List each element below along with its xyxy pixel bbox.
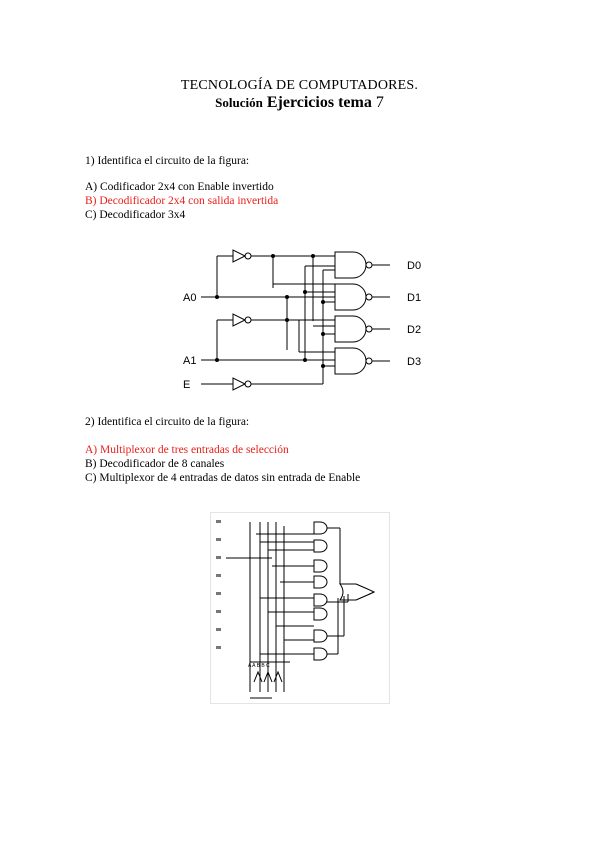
- question-1-option-a: A) Codificador 2x4 con Enable invertido: [85, 181, 274, 193]
- multiplexer-circuit-diagram: A A B B C: [210, 512, 390, 704]
- output-label-d2: D2: [407, 324, 421, 336]
- input-label-e: E: [183, 379, 190, 391]
- decoder-circuit-diagram: A0 A1 E D0 D1 D2 D3: [183, 249, 421, 391]
- question-1-option-b: B) Decodificador 2x4 con salida invertid…: [85, 195, 279, 207]
- subtitle-solution: Solución: [215, 95, 263, 110]
- document-title: TECNOLOGÍA DE COMPUTADORES.: [180, 78, 419, 93]
- question-2-option-a: A) Multiplexor de tres entradas de selec…: [85, 444, 289, 456]
- subtitle-exercises: Ejercicios tema: [266, 94, 372, 111]
- input-label-a0: A0: [183, 292, 196, 304]
- question-1-option-c: C) Decodificador 3x4: [85, 209, 186, 221]
- output-label-d3: D3: [407, 356, 421, 368]
- output-label-d0: D0: [407, 260, 421, 272]
- question-1-prompt: 1) Identifica el circuito de la figura:: [85, 155, 250, 167]
- input-label-a1: A1: [183, 355, 196, 367]
- question-2-option-c: C) Multiplexor de 4 entradas de datos si…: [85, 472, 361, 484]
- question-2-option-b: B) Decodificador de 8 canales: [85, 458, 225, 470]
- question-2-prompt: 2) Identifica el circuito de la figura:: [85, 416, 250, 428]
- svg-text:A A B B C: A A B B C: [248, 663, 270, 669]
- document-subtitle: Solución Ejercicios tema 7: [0, 94, 599, 112]
- subtitle-number: 7: [375, 94, 384, 111]
- output-label-d1: D1: [407, 292, 421, 304]
